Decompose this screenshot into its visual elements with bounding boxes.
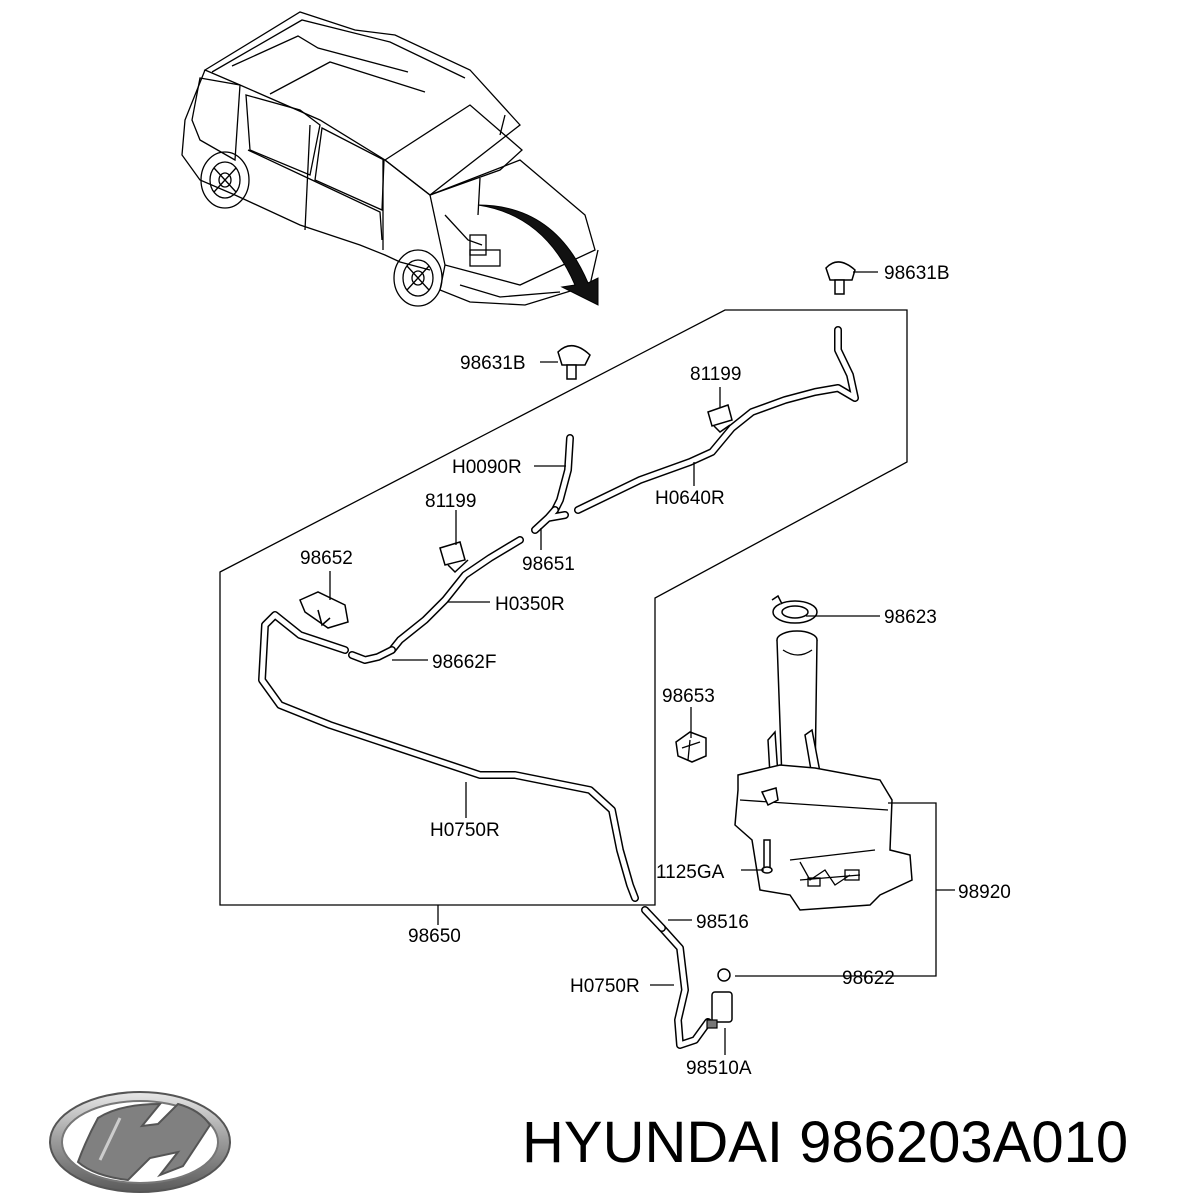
label-98652: 98652 <box>300 548 353 569</box>
leader-lines <box>329 271 955 1055</box>
label-h0090r: H0090R <box>452 457 522 478</box>
hyundai-logo-icon <box>49 1091 231 1193</box>
grommet-icon <box>675 731 707 763</box>
label-81199-lower: 81199 <box>425 491 476 512</box>
assembly-frame <box>219 309 908 906</box>
label-98631b-right: 98631B <box>884 263 950 284</box>
label-98516: 98516 <box>696 912 749 933</box>
pump-icon <box>706 991 733 1029</box>
hose-h0750r-lower <box>658 924 712 1049</box>
y-connector-icon <box>531 506 569 534</box>
label-98920: 98920 <box>958 882 1011 903</box>
nozzle-icon <box>825 261 856 295</box>
label-98631b-left: 98631B <box>460 353 526 374</box>
hose-h0750r-main <box>258 611 639 902</box>
arrow-icon <box>477 204 599 306</box>
vehicle-illustration <box>181 11 599 307</box>
label-98650: 98650 <box>408 926 461 947</box>
label-81199-upper: 81199 <box>690 364 741 385</box>
label-98622: 98622 <box>842 968 895 989</box>
grommet-icon <box>717 968 731 982</box>
clip-icon <box>439 541 469 574</box>
label-98510a: 98510A <box>686 1058 752 1079</box>
rear-wheel <box>200 151 250 209</box>
clip-icon <box>707 404 733 433</box>
label-98651: 98651 <box>522 554 575 575</box>
label-98662f: 98662F <box>432 652 496 673</box>
label-1125ga: 1125GA <box>656 862 725 883</box>
connector-icon <box>348 646 396 664</box>
valve-icon <box>299 591 349 629</box>
label-98623: 98623 <box>884 607 937 628</box>
nozzle-icon <box>557 345 591 380</box>
label-h0640r: H0640R <box>655 488 725 509</box>
hose-h0090r <box>551 434 574 514</box>
connector-icon <box>641 906 666 932</box>
label-h0750r-lower: H0750R <box>570 976 640 997</box>
label-h0350r: H0350R <box>495 594 565 615</box>
label-98653: 98653 <box>662 686 715 707</box>
label-h0750r-main: H0750R <box>430 820 500 841</box>
hose-h0640r <box>574 326 859 514</box>
page-title: HYUNDAI 986203A010 <box>522 1110 1128 1175</box>
hose-h0350r <box>388 536 524 654</box>
front-wheel <box>393 249 443 307</box>
reservoir-icon <box>734 594 913 911</box>
